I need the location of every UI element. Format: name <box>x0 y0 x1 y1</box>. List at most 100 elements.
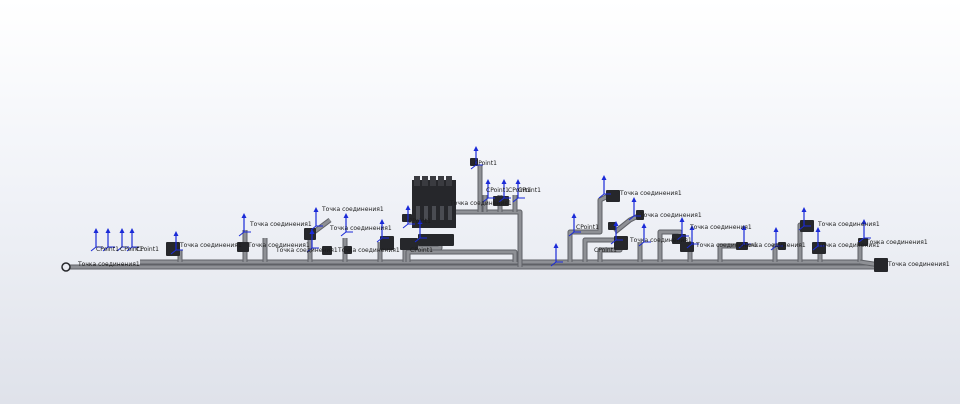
triad-arrow-y <box>119 228 125 233</box>
point-label: CPoint1 <box>486 187 509 194</box>
triad-arrow-y <box>93 228 99 233</box>
point-label: Точка соединения1 <box>817 242 880 249</box>
triad-arrow-y <box>129 228 135 233</box>
point-label: Точка соединения1 <box>337 247 400 254</box>
connector-block <box>237 242 249 252</box>
coordinate-triad <box>770 227 783 251</box>
coordinate-triad <box>306 229 319 253</box>
coordinate-triad <box>116 228 129 252</box>
point-label: Точка соединения1 <box>887 261 950 268</box>
triad-axis-z <box>598 193 605 199</box>
triad-axis-z <box>610 239 617 245</box>
coordinate-triad <box>738 225 751 249</box>
relay-box-slot <box>432 206 436 220</box>
coordinate-triad <box>812 227 825 251</box>
point-label: Точка соединения1 <box>449 200 512 207</box>
point-label: Точка соединения1 <box>275 247 338 254</box>
triad-axis-z <box>102 246 109 252</box>
point-label: Точка соединения1 <box>689 224 752 231</box>
triad-axis-z <box>798 225 805 231</box>
triad-axis-z <box>414 237 421 243</box>
wire-segment-core <box>406 250 517 262</box>
point-label: CPoint1 <box>576 224 599 231</box>
relay-box-slot <box>424 206 428 220</box>
wire-segment-core <box>718 244 740 262</box>
point-label: Точка соединения1 <box>329 225 392 232</box>
triad-axis-z <box>628 215 635 221</box>
point-label: Точка соединения1 <box>321 206 384 213</box>
point-label: CPoint1 <box>96 246 119 253</box>
point-label: CPoint1 <box>120 246 143 253</box>
triad-arrow-y <box>613 221 619 226</box>
triad-arrow-y <box>553 243 559 248</box>
triad-arrow-y <box>405 205 411 210</box>
triad-arrow-y <box>515 179 521 184</box>
connector-block <box>402 214 412 222</box>
relay-box <box>412 176 456 228</box>
connector-block <box>166 242 180 256</box>
triad-axis-z <box>676 235 683 241</box>
relay-box-cell <box>446 176 452 186</box>
connector-block <box>344 246 352 254</box>
ring-terminal <box>61 262 71 272</box>
triad-arrow-y <box>309 229 315 234</box>
triad-arrow-y <box>741 225 747 230</box>
triad-arrow-y <box>417 219 423 224</box>
triad-arrow-y <box>473 146 479 151</box>
connector-block <box>608 222 616 230</box>
coordinate-triad <box>628 197 641 221</box>
coordinate-triad <box>170 231 183 255</box>
triad-axis-z <box>402 223 409 229</box>
connector-block <box>858 238 868 246</box>
coordinate-triad <box>238 213 251 237</box>
triad-axis-z <box>238 231 245 237</box>
triad-axis-z <box>812 245 819 251</box>
coordinate-triad <box>482 179 495 203</box>
triad-axis-z <box>638 241 645 247</box>
triad-arrow-y <box>773 227 779 232</box>
relay-box-cell <box>438 176 444 186</box>
connector-block <box>418 234 454 246</box>
triad-arrow-y <box>679 217 685 222</box>
point-label: CPoint1 <box>594 247 617 254</box>
point-label: Точка соединения1 <box>77 261 140 268</box>
coordinate-triad <box>568 213 581 237</box>
triad-axis-z <box>770 245 777 251</box>
relay-box-cell <box>414 176 420 186</box>
coordinate-triad <box>550 243 563 267</box>
point-label: Точка соединения1 <box>817 221 880 228</box>
triad-axis-z <box>340 231 347 237</box>
triad-arrow-y <box>571 213 577 218</box>
triad-arrow-y <box>501 179 507 184</box>
triad-axis-z <box>116 246 123 252</box>
triad-axis-z <box>470 164 477 170</box>
point-label: CPoint1 <box>408 218 431 225</box>
point-label: CPoint1 <box>508 187 531 194</box>
triad-axis-z <box>738 243 745 249</box>
triad-arrow-y <box>861 219 867 224</box>
triad-axis-z <box>90 246 97 252</box>
connector-block <box>874 258 888 272</box>
point-label: CPoint1 <box>518 187 541 194</box>
triad-arrow-y <box>815 227 821 232</box>
triad-axis-z <box>170 249 177 255</box>
coordinate-triad <box>610 221 623 245</box>
triad-arrow-y <box>343 213 349 218</box>
triad-arrow-y <box>601 175 607 180</box>
triad-arrow-y <box>241 213 247 218</box>
triad-arrow-y <box>485 179 491 184</box>
coordinate-triad <box>686 225 699 249</box>
triad-axis-z <box>858 237 865 243</box>
wire-segment-core <box>568 193 611 262</box>
connector-block <box>606 190 620 202</box>
coordinate-triad <box>798 207 811 231</box>
point-label: Точка соединения1 <box>249 221 312 228</box>
coordinate-triad <box>598 175 611 199</box>
point-label: Точка соединения1 <box>639 212 702 219</box>
connector-block <box>636 210 644 220</box>
point-label: CPoint1 <box>410 247 433 254</box>
triad-axis-z <box>550 261 557 267</box>
triad-arrow-y <box>313 207 319 212</box>
coordinate-triad <box>858 219 871 243</box>
